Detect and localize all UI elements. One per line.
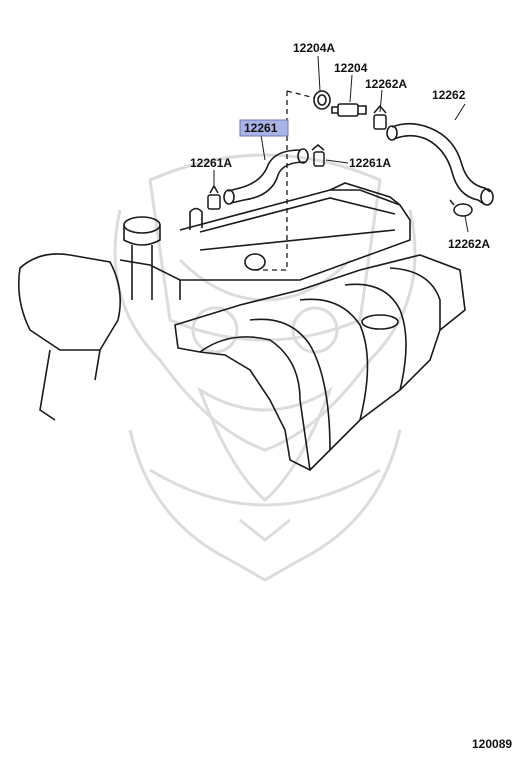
intake-manifold [174,254,466,471]
clip-12261A-upper [311,144,325,167]
hose-12261 [223,148,309,205]
timing-cover [17,253,121,421]
clip-12262A-upper [373,104,387,130]
part-label[interactable]: 12262A [448,237,490,251]
dashed-leader-line [255,91,288,271]
leader-lines [213,55,469,233]
oil-filler-cap [123,216,161,300]
pcv-valve-12204 [331,103,367,117]
part-label[interactable]: 12204 [334,61,368,75]
part-label[interactable]: 12262A [365,77,407,91]
part-label-highlighted[interactable]: 12261 [244,121,278,135]
watermark-emblem [113,153,417,582]
engine-cylinder-head [119,182,411,300]
clip-12262A-lower [449,199,473,217]
part-label-highlight [239,119,289,137]
part-label[interactable]: 12261A [190,156,232,170]
grommet-12204A [313,90,331,110]
hose-12262 [386,122,494,206]
illustration-number: 120089 [472,737,512,751]
part-label[interactable]: 12262 [432,88,466,102]
part-label[interactable]: 12261A [349,156,391,170]
part-label[interactable]: 12204A [293,41,335,55]
clip-12261A-lower [207,184,221,210]
